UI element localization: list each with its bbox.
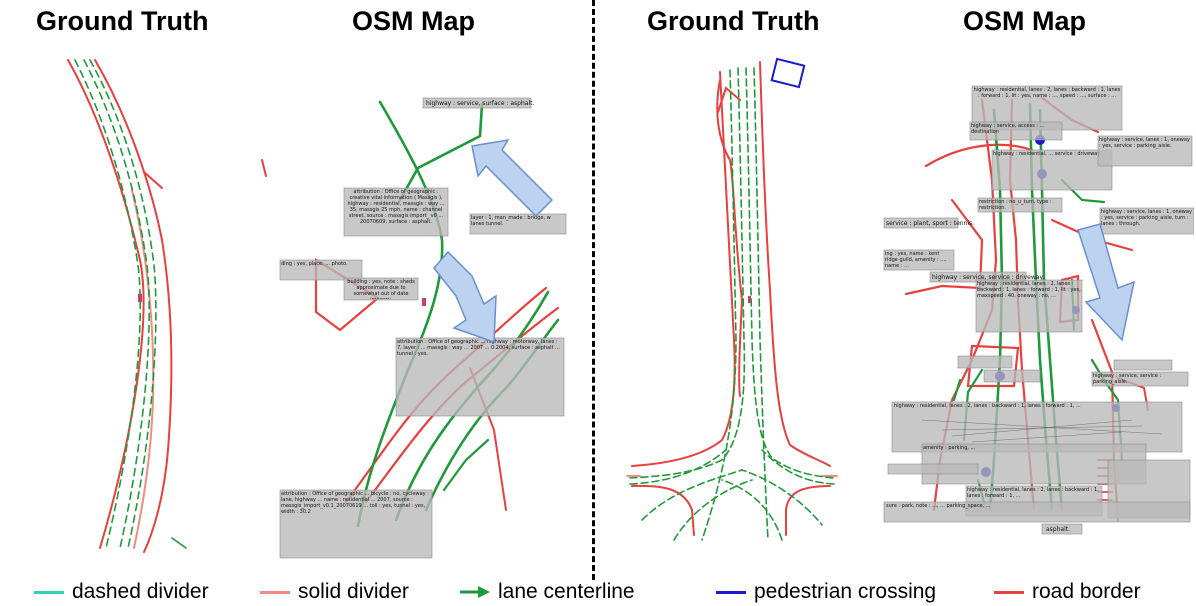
osm-label-box: attribution : Office of geographic : cre… <box>343 187 449 237</box>
lane-centerline <box>641 469 823 526</box>
osm-label-box: attribution : Office of geographic ... b… <box>279 489 433 559</box>
dashed-divider-swatch <box>34 590 64 594</box>
osm-label-cluster: highway : residential, lanes : 2, lanes … <box>883 85 1194 535</box>
road-border <box>67 59 145 549</box>
ground-truth-panel-2 <box>622 40 842 560</box>
osm-map-panel-1: highway : service, surface : asphalt. at… <box>258 40 568 560</box>
lane-centerline <box>629 67 746 479</box>
panel-title-ground-truth-1: Ground Truth <box>36 6 209 36</box>
road-border <box>631 484 695 536</box>
lane-centerline <box>74 59 142 549</box>
arrow-icon <box>460 586 490 598</box>
legend-label: dashed divider <box>72 580 209 603</box>
pedestrian-crossing-swatch <box>716 590 746 594</box>
road-border <box>785 485 831 536</box>
legend: dashed divider solid divider lane center… <box>0 578 1196 606</box>
svg-text:asphalt.: asphalt. <box>1046 526 1070 533</box>
legend-item-solid-divider: solid divider <box>260 578 409 606</box>
panel-title-osm-map-1: OSM Map <box>352 6 476 36</box>
lane-centerline <box>673 479 753 541</box>
lane-centerline <box>171 537 187 549</box>
road-border <box>716 79 744 397</box>
legend-item-dashed-divider: dashed divider <box>34 578 209 606</box>
vehicle-marker <box>422 298 426 306</box>
legend-label: road border <box>1032 580 1141 603</box>
highlight-arrow <box>1077 223 1136 342</box>
lane-centerline <box>721 479 783 541</box>
osm-label-box: ding : yes, place: ... photo. <box>279 259 363 281</box>
legend-item-road-border: road border <box>994 578 1141 606</box>
legend-item-lane-centerline: lane centerline <box>458 578 635 606</box>
osm-map-2: highway : residential, lanes : 2, lanes … <box>883 85 1194 535</box>
lane-centerline <box>753 67 769 541</box>
panel-title-ground-truth-2: Ground Truth <box>647 6 820 36</box>
osm-label-box: attribution : Office of geographic ... h… <box>395 337 565 417</box>
osm-label-box: layer : 1, man_made : bridge, w lanes tu… <box>469 213 567 235</box>
osm-map-1: highway : service, surface : asphalt. at… <box>261 97 567 559</box>
legend-item-pedestrian-crossing: pedestrian crossing <box>716 578 936 606</box>
svg-text:service : plant, sport : tenni: service : plant, sport : tennis. <box>886 220 974 227</box>
lane-centerline <box>83 59 150 549</box>
osm-overlap-lines <box>921 419 1163 443</box>
road-border <box>631 71 736 467</box>
ground-truth-map-2 <box>626 57 838 541</box>
legend-label: solid divider <box>298 580 409 603</box>
lane-centerline <box>761 449 835 485</box>
road-border <box>759 61 831 467</box>
ground-truth-map-1 <box>67 59 187 553</box>
pedestrian-crossing <box>770 57 806 89</box>
solid-divider <box>131 189 155 549</box>
lane-centerline <box>356 100 444 528</box>
lane-centerline <box>952 378 962 402</box>
road-border <box>143 171 163 189</box>
legend-label: pedestrian crossing <box>754 580 937 603</box>
vehicle-marker <box>748 296 751 303</box>
road-border <box>261 159 267 177</box>
ground-truth-panel-1 <box>40 40 280 560</box>
svg-text:highway : service, service : d: highway : service, service : driveway. <box>932 274 1044 281</box>
osm-label-box: highway : service, surface : asphalt. <box>422 97 534 109</box>
panel-title-osm-map-2: OSM Map <box>963 6 1087 36</box>
solid-divider-swatch <box>260 590 290 594</box>
osm-label-box: building : yes, note : sheds approximate… <box>343 277 419 301</box>
road-border <box>94 59 173 553</box>
lane-centerline <box>701 69 737 541</box>
lane-centerline <box>442 438 490 492</box>
road-border <box>717 86 741 113</box>
vehicle-marker <box>138 294 142 302</box>
osm-map-panel-2: highway : residential, lanes : 2, lanes … <box>882 40 1194 560</box>
highlight-arrow <box>433 250 497 344</box>
lane-centerline <box>629 449 727 485</box>
lane-centerline <box>89 59 157 549</box>
legend-label: lane centerline <box>498 580 635 603</box>
road-border <box>966 344 1020 388</box>
lane-centerline <box>745 67 835 479</box>
panel-divider <box>592 0 595 580</box>
lane-centerline <box>398 102 484 202</box>
highlight-arrow <box>471 138 554 218</box>
svg-text:highway : service, surface : a: highway : service, surface : asphalt. <box>426 100 534 107</box>
road-border-swatch <box>994 590 1024 594</box>
road-border <box>924 143 1034 168</box>
